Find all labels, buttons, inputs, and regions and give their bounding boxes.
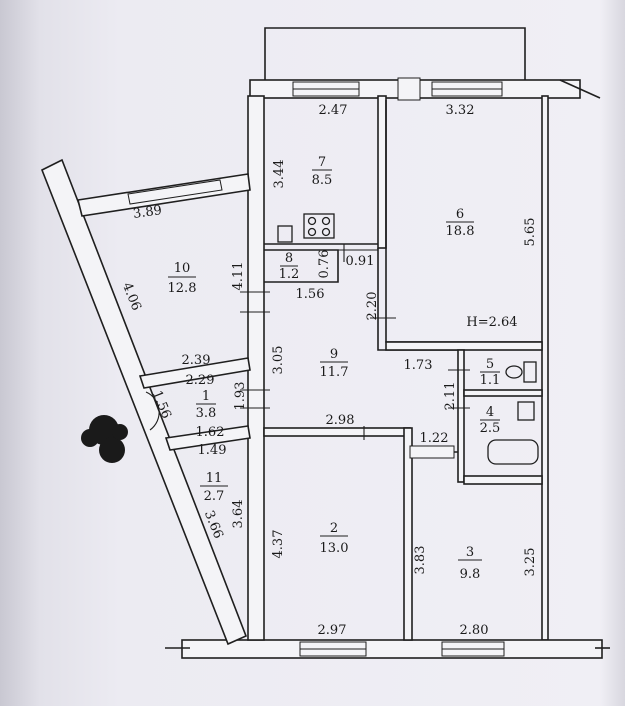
dim-3-64: 3.64 — [231, 500, 246, 529]
bathtub-icon — [487, 439, 539, 465]
stove-burner-2 — [321, 216, 331, 226]
room-2-number: 2 — [330, 521, 338, 536]
room-3-area: 9.8 — [460, 567, 481, 582]
dim-3-05: 3.05 — [271, 346, 286, 375]
stove-burner-1 — [307, 216, 317, 226]
room-3-number: 3 — [466, 545, 474, 560]
angled-left-wall — [40, 158, 248, 646]
dimension-labels: 2.47 3.32 3.89 0.91 1.56 H=2.64 2.39 1.7… — [132, 103, 517, 638]
dim-2-80: 2.80 — [460, 623, 489, 638]
door-balcony — [397, 77, 421, 101]
room7-room6-wall — [377, 95, 387, 249]
room6-bottom-wall — [385, 341, 543, 351]
window-room10 — [127, 179, 223, 205]
door-room3 — [409, 445, 455, 459]
dim-3-44: 3.44 — [272, 160, 287, 189]
room1-bottom-wall — [164, 425, 251, 451]
dim-3-89: 3.89 — [132, 203, 163, 222]
room2-room3-wall — [403, 427, 413, 641]
stove-burner-3 — [307, 227, 317, 237]
room-1-number: 1 — [202, 389, 210, 404]
room-6-number: 6 — [456, 207, 464, 222]
dim-1-93: 1.93 — [233, 382, 248, 411]
dim-2-20: 2.20 — [365, 292, 380, 321]
room-8-number: 8 — [285, 251, 293, 266]
room-7-area: 8.5 — [312, 173, 333, 188]
room1-door-arc — [145, 391, 160, 431]
dim-1-49: 1.49 — [198, 443, 227, 458]
room-10-area: 12.8 — [168, 281, 197, 296]
room-9-area: 11.7 — [320, 365, 349, 380]
room8-outline — [264, 249, 339, 283]
room-11-number: 11 — [206, 471, 223, 486]
dim-2-29: 2.29 — [186, 373, 215, 388]
dim-2-47: 2.47 — [319, 103, 348, 118]
dim-4-37: 4.37 — [271, 530, 286, 559]
room-2-area: 13.0 — [320, 541, 349, 556]
room-5-area: 1.1 — [480, 373, 501, 388]
right-wall — [541, 95, 549, 641]
bottom-wall — [181, 639, 603, 659]
balcony-outline — [264, 27, 526, 82]
room2-top-wall — [263, 427, 411, 437]
toilet-bowl-icon — [505, 365, 523, 379]
dim-2-39: 2.39 — [182, 353, 211, 368]
sink-icon — [277, 225, 293, 243]
top-wall-break — [559, 79, 601, 99]
stove-icon — [303, 213, 335, 239]
dim-0-91: 0.91 — [346, 254, 375, 269]
dim-3-25: 3.25 — [523, 548, 538, 577]
dim-2-98: 2.98 — [326, 413, 355, 428]
dim-1-22: 1.22 — [420, 431, 449, 446]
bath-divider-wall — [463, 389, 543, 397]
room-1-area: 3.8 — [196, 406, 217, 421]
ceiling-height: H=2.64 — [466, 315, 517, 330]
room-10-number: 10 — [174, 261, 191, 276]
room-11-area: 2.7 — [204, 489, 225, 504]
room-8-area: 1.2 — [279, 267, 300, 282]
ink-mark-icon — [81, 415, 128, 463]
vertical-dimension-labels: 3.44 5.65 4.11 0.76 2.20 3.05 1.93 2.11 … — [231, 160, 538, 577]
dim-2-11: 2.11 — [443, 382, 458, 411]
toilet-tank-icon — [523, 361, 537, 383]
room-9-number: 9 — [330, 347, 338, 362]
dim-4-11: 4.11 — [231, 262, 246, 291]
room-4-area: 2.5 — [480, 421, 501, 436]
bath-bottom-wall — [463, 475, 543, 485]
room-7-number: 7 — [318, 155, 326, 170]
dim-1-73: 1.73 — [404, 358, 433, 373]
dim-3-83: 3.83 — [413, 546, 428, 575]
dim-5-65: 5.65 — [523, 218, 538, 247]
dim-3-32: 3.32 — [446, 103, 475, 118]
dim-1-56: 1.56 — [296, 287, 325, 302]
room-6-area: 18.8 — [446, 224, 475, 239]
dim-2-97: 2.97 — [318, 623, 347, 638]
dim-1-62: 1.62 — [196, 425, 225, 440]
washbasin-icon — [517, 401, 535, 421]
bath-left-wall — [457, 349, 465, 483]
dim-4-06: 4.06 — [119, 280, 144, 312]
room-labels: 7 8.5 6 18.8 8 1.2 10 12.8 9 11.7 5 1.1 … — [168, 155, 501, 582]
dim-0-76: 0.76 — [317, 250, 332, 279]
room-5-number: 5 — [486, 357, 494, 372]
room10-bottom-wall — [138, 357, 251, 389]
room-4-number: 4 — [486, 405, 494, 420]
stove-burner-4 — [321, 227, 331, 237]
room6-left-lower — [377, 248, 458, 351]
